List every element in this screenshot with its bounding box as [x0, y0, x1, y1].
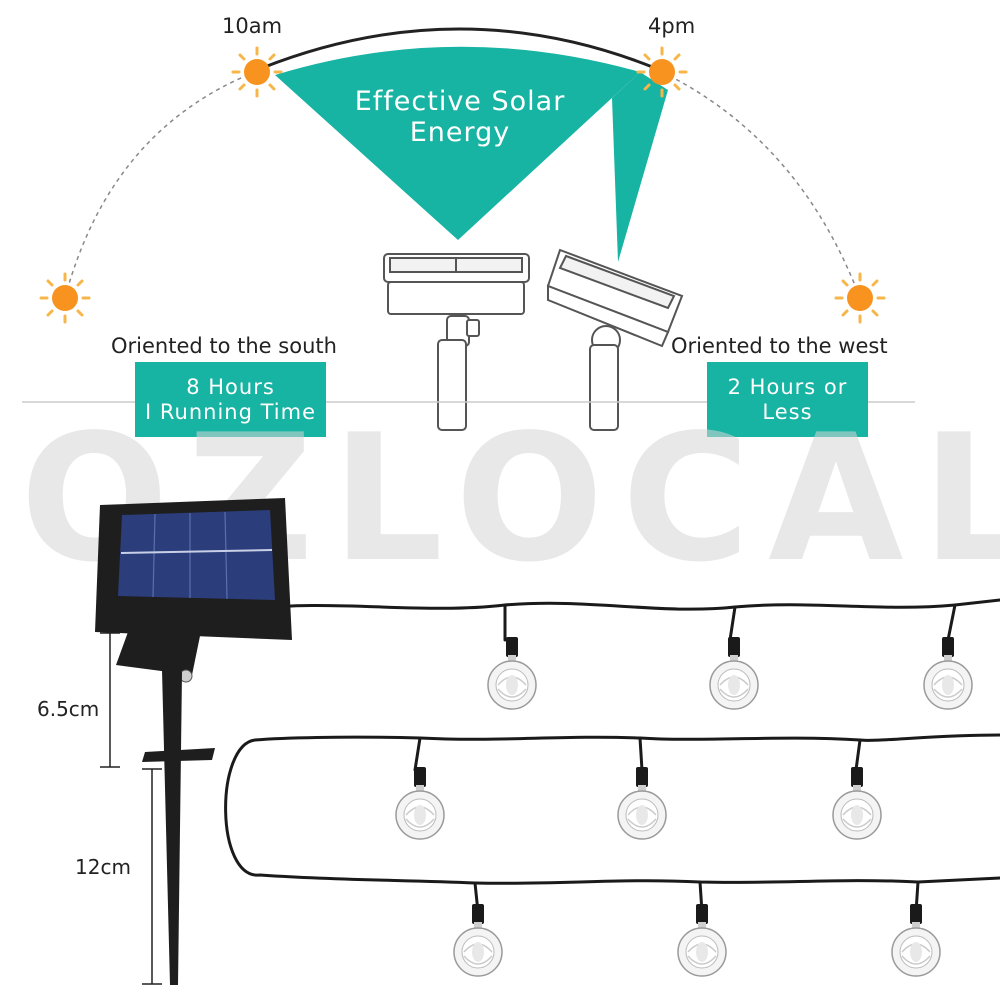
south-box-line1: 8 Hours: [186, 374, 275, 399]
south-orientation-label: Oriented to the south: [111, 334, 337, 358]
effective-label-line1: Effective Solar: [354, 86, 566, 117]
sun-icon: [231, 46, 283, 98]
west-box-line1: 2 Hours or: [727, 374, 848, 399]
sun-arc-left: [64, 71, 256, 299]
south-box-line2: I Running Time: [145, 399, 316, 424]
west-orientation-label: Oriented to the west: [671, 334, 888, 358]
sun-arc-top: [261, 27, 656, 70]
bulb-icon: [453, 903, 503, 977]
sun-icon: [834, 272, 886, 324]
solar-panel-tilted-icon: [546, 248, 684, 431]
energy-wedge-south: [275, 46, 640, 240]
time-label-10am: 10am: [222, 14, 283, 38]
west-box-line2: Less: [762, 399, 813, 424]
bulb-icon: [709, 636, 759, 710]
product-illustration: [95, 498, 1000, 985]
sun-arc-right: [661, 71, 861, 299]
west-runtime-box: 2 Hours or Less: [707, 362, 868, 437]
effective-solar-energy-label: Effective Solar Energy: [340, 86, 580, 148]
dimension-label-upper: 6.5cm: [37, 697, 100, 721]
bulb-icon: [617, 766, 667, 840]
dimension-lines: [100, 632, 162, 985]
solar-panel-unit-icon: [95, 498, 292, 985]
time-label-4pm: 4pm: [648, 14, 696, 38]
bulb-icon: [832, 766, 882, 840]
sun-icon: [636, 46, 688, 98]
bulb-icon: [677, 903, 727, 977]
light-cable: [224, 598, 1000, 914]
dimension-label-lower: 12cm: [75, 855, 131, 879]
effective-label-line2: Energy: [409, 117, 511, 148]
solar-panel-flat-icon: [383, 253, 530, 431]
sun-path-diagram: [22, 27, 915, 431]
bulb-icon: [487, 636, 537, 710]
energy-wedge-west: [612, 72, 668, 262]
south-runtime-box: 8 Hours I Running Time: [135, 362, 326, 437]
bulb-icon: [891, 903, 941, 977]
sun-icon: [39, 272, 91, 324]
bulb-icon: [923, 636, 973, 710]
bulb-icon: [395, 766, 445, 840]
